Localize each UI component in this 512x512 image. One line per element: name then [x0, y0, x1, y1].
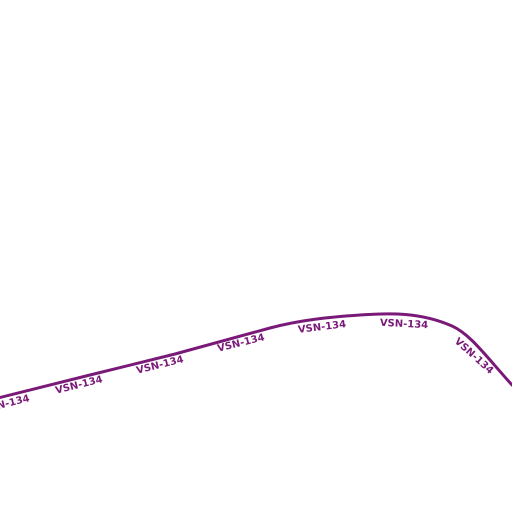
- route-vsn-134-line[interactable]: [0, 312, 512, 400]
- route-label: VSN-134: [380, 318, 429, 332]
